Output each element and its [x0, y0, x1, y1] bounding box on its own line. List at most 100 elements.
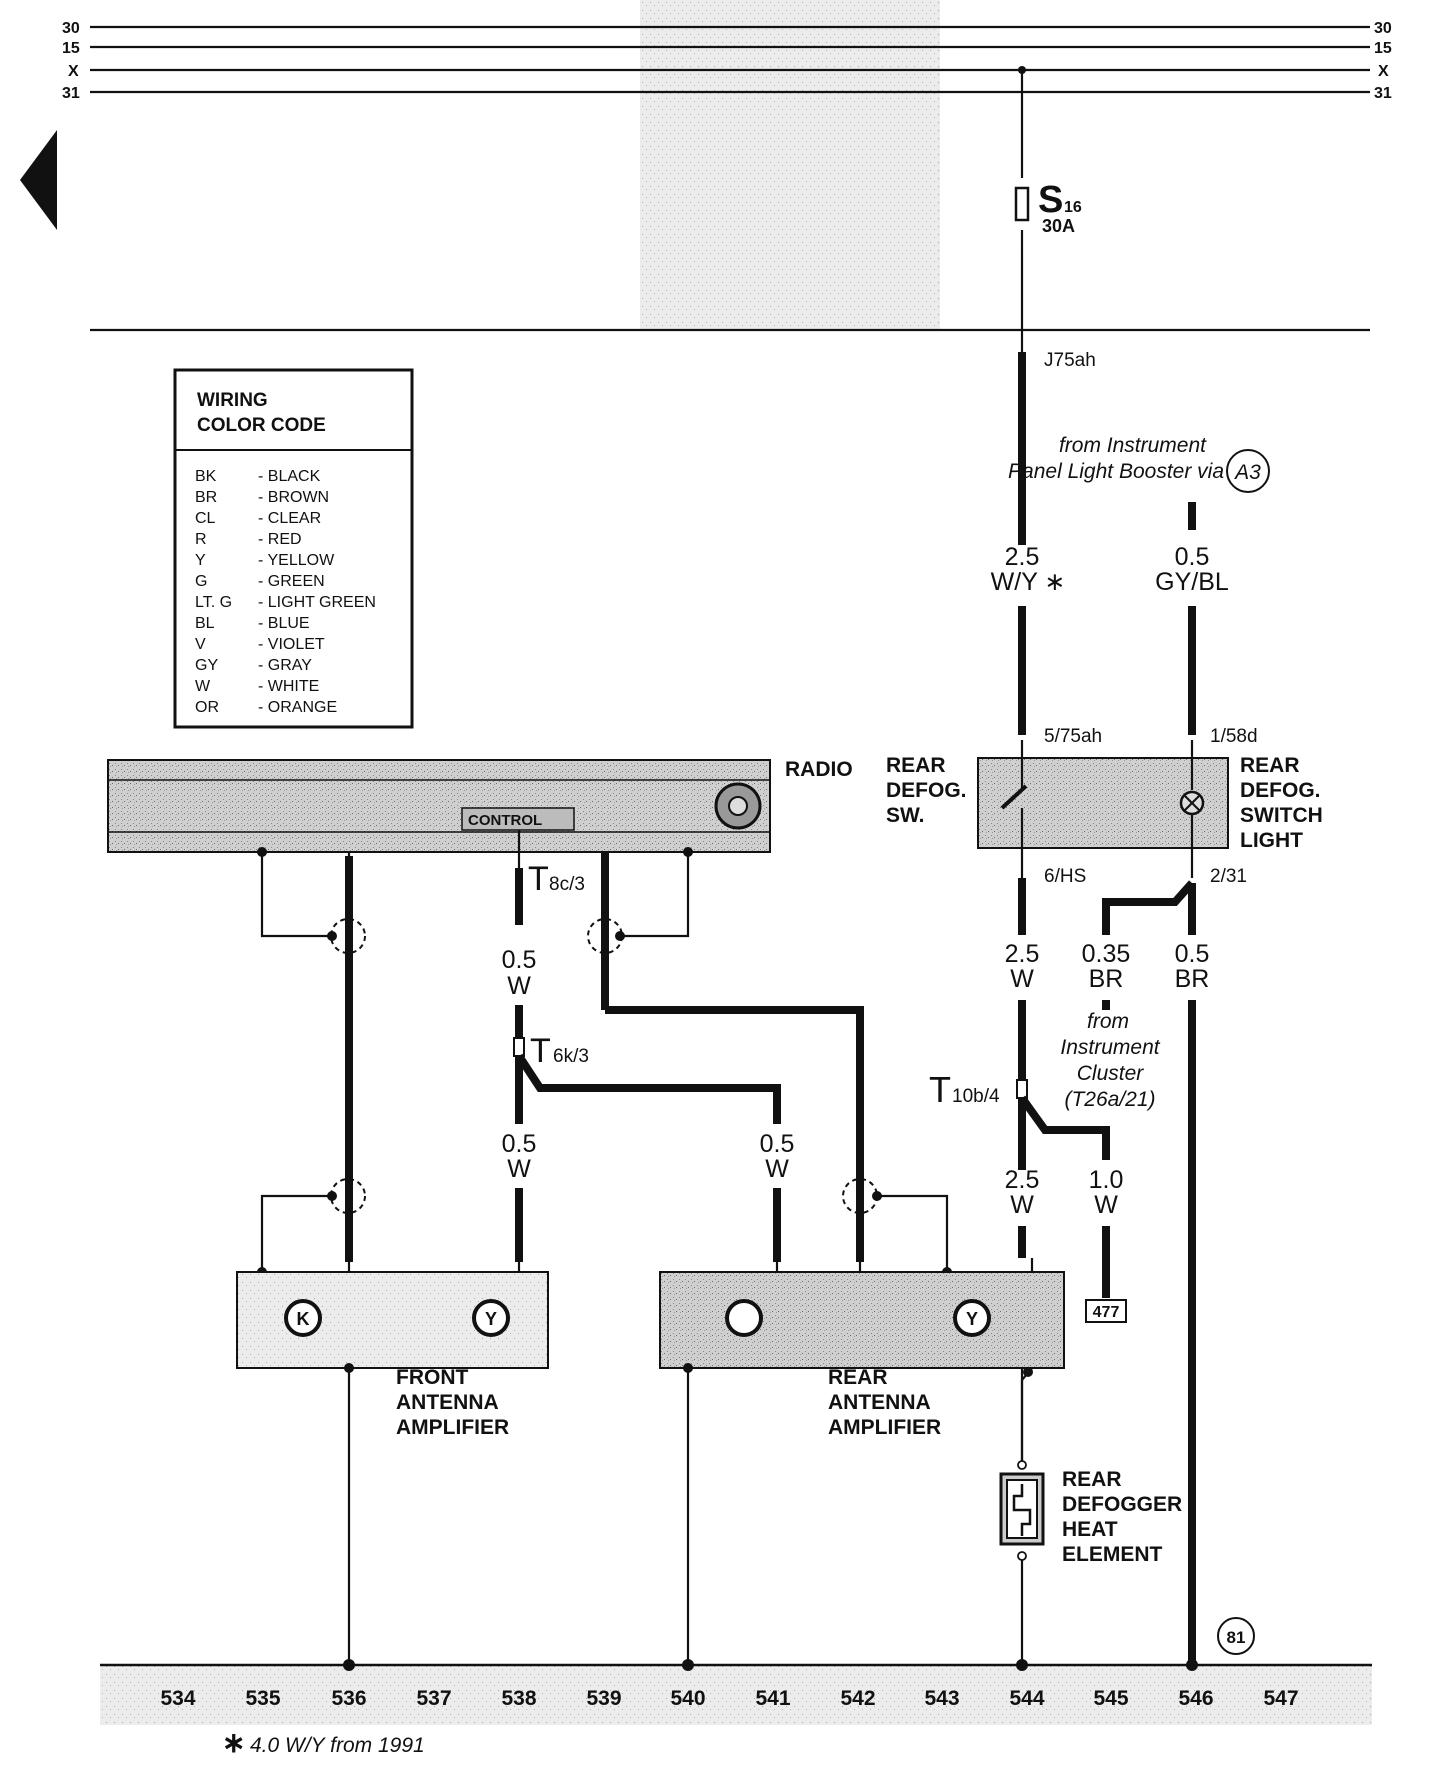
note-cluster-line2: Instrument: [1060, 1036, 1160, 1059]
legend-code: OR: [195, 699, 219, 716]
rail-label-15-right: 15: [1374, 40, 1392, 57]
rail-label-15-left: 15: [62, 40, 80, 57]
track-number: 542: [840, 1687, 875, 1710]
previous-page-arrow-icon[interactable]: [20, 130, 57, 230]
radio-unit: CONTROL: [107, 759, 771, 853]
antenna-icon: [953, 1299, 991, 1337]
legend-name: - RED: [258, 531, 302, 548]
legend-name: - WHITE: [258, 678, 319, 695]
track-number: 544: [1009, 1687, 1044, 1710]
legend-code: V: [195, 636, 206, 653]
bus-rails: 30 15 X 31 30 15 X 31: [62, 20, 1392, 102]
svg-text:Y: Y: [966, 1309, 978, 1329]
track-number: 535: [245, 1687, 280, 1710]
rail-label-x-left: X: [68, 63, 79, 80]
page-ref[interactable]: 477: [1093, 1304, 1120, 1321]
connector-t10b-main: T: [929, 1069, 951, 1110]
ground-bus-band: [100, 1665, 1372, 1725]
legend-title-1: WIRING: [197, 390, 268, 411]
wire-heat-color: W: [1010, 1191, 1034, 1219]
legend-name: - LIGHT GREEN: [258, 594, 376, 611]
connector-t6k-icon: [513, 1037, 525, 1057]
shaded-zone: [640, 0, 940, 330]
track-number: 546: [1178, 1687, 1213, 1710]
svg-text:K: K: [297, 1309, 310, 1329]
legend-code: CL: [195, 510, 216, 527]
label-heat-element-3: HEAT: [1062, 1518, 1118, 1541]
legend-name: - CLEAR: [258, 510, 321, 527]
track-number: 547: [1263, 1687, 1298, 1710]
wire-rear-w-gauge: 0.5: [760, 1130, 795, 1158]
legend-code: G: [195, 573, 207, 590]
front-antenna-amplifier: K Y: [236, 1271, 549, 1665]
legend-code: W: [195, 678, 211, 695]
legend-name: - GRAY: [258, 657, 312, 674]
wire-radio-w-color: W: [507, 972, 531, 1000]
wire-sw-w-gauge: 2.5: [1005, 940, 1040, 968]
fuse-rating: 30A: [1042, 216, 1075, 236]
wire-br035-color: BR: [1089, 965, 1124, 993]
legend-name: - GREEN: [258, 573, 325, 590]
footnote-star: ∗: [222, 1727, 245, 1758]
track-number: 543: [924, 1687, 959, 1710]
note-cluster-line3: Cluster: [1077, 1062, 1145, 1085]
label-rear-defog-sw-1: REAR: [886, 754, 946, 777]
ground-ref: 81: [1227, 1628, 1246, 1647]
legend-code: BL: [195, 615, 215, 632]
legend-code: BK: [195, 468, 217, 485]
rail-label-31-right: 31: [1374, 85, 1392, 102]
track-number: 537: [416, 1687, 451, 1710]
wire-gybl-color: GY/BL: [1155, 568, 1229, 596]
legend-name: - BLACK: [258, 468, 321, 485]
connector-t8c-sub: 8c/3: [549, 874, 585, 895]
rail-label-30-right: 30: [1374, 20, 1392, 37]
wire-10-color: W: [1094, 1191, 1118, 1219]
front-antenna-wiring: [257, 847, 366, 1277]
label-front-amp-1: FRONT: [396, 1366, 468, 1389]
wire-front-w-color: W: [507, 1155, 531, 1183]
wire-gybl-gauge: 0.5: [1175, 543, 1210, 571]
track-number: 539: [586, 1687, 621, 1710]
wire-10-gauge: 1.0: [1089, 1166, 1124, 1194]
rear-antenna-amplifier: Y: [659, 1271, 1065, 1665]
wire-wy-color: W/Y ∗: [991, 568, 1066, 596]
label-switch-light-4: LIGHT: [1240, 829, 1303, 852]
track-number: 540: [670, 1687, 705, 1710]
label-heat-element-4: ELEMENT: [1062, 1543, 1163, 1566]
pin-6-hs: 6/HS: [1044, 866, 1086, 887]
rail-label-31-left: 31: [62, 85, 80, 102]
control-wire-front: T 8c/3 0.5 W T 6k/3 0.5 W 0.5 W: [502, 830, 795, 1272]
pin-5-75ah: 5/75ah: [1044, 726, 1102, 747]
wire-wy-gauge: 2.5: [1005, 543, 1040, 571]
label-heat-element-1: REAR: [1062, 1468, 1122, 1491]
label-front-amp-2: ANTENNA: [396, 1391, 499, 1414]
legend-name: - YELLOW: [258, 552, 335, 569]
wiring-color-legend: WIRING COLOR CODE BK - BLACK BR - BROWN …: [173, 368, 414, 729]
svg-text:Y: Y: [485, 1309, 497, 1329]
antenna-icon: [472, 1299, 510, 1337]
track-number: 536: [331, 1687, 366, 1710]
page-ref-box[interactable]: [1085, 1299, 1127, 1323]
footnote: 4.0 W/Y from 1991: [250, 1734, 425, 1757]
amp-k-icon: [284, 1299, 322, 1337]
label-switch-light-2: DEFOG.: [1240, 779, 1321, 802]
connector-j75ah: J75ah: [1044, 350, 1096, 371]
ground-ref-circle: [1217, 1617, 1255, 1655]
label-rear-amp-1: REAR: [828, 1366, 888, 1389]
pin-2-31: 2/31: [1210, 866, 1247, 887]
legend-name: - VIOLET: [258, 636, 325, 653]
rail-label-30-left: 30: [62, 20, 80, 37]
track-number: 541: [755, 1687, 790, 1710]
wire-br035-gauge: 0.35: [1082, 940, 1131, 968]
rail-label-x-right: X: [1378, 63, 1389, 80]
label-heat-element-2: DEFOGGER: [1062, 1493, 1182, 1516]
connector-t6k-sub: 6k/3: [553, 1046, 589, 1067]
track-number: 545: [1093, 1687, 1128, 1710]
label-rear-defog-sw-2: DEFOG.: [886, 779, 967, 802]
fuse-id: S: [1038, 179, 1063, 221]
note-cluster-line4: (T26a/21): [1064, 1088, 1155, 1111]
amp-ground-icon: [725, 1299, 763, 1337]
fuse-s16: S 16 30A: [1014, 66, 1082, 330]
booster-ref: A3: [1233, 461, 1261, 484]
